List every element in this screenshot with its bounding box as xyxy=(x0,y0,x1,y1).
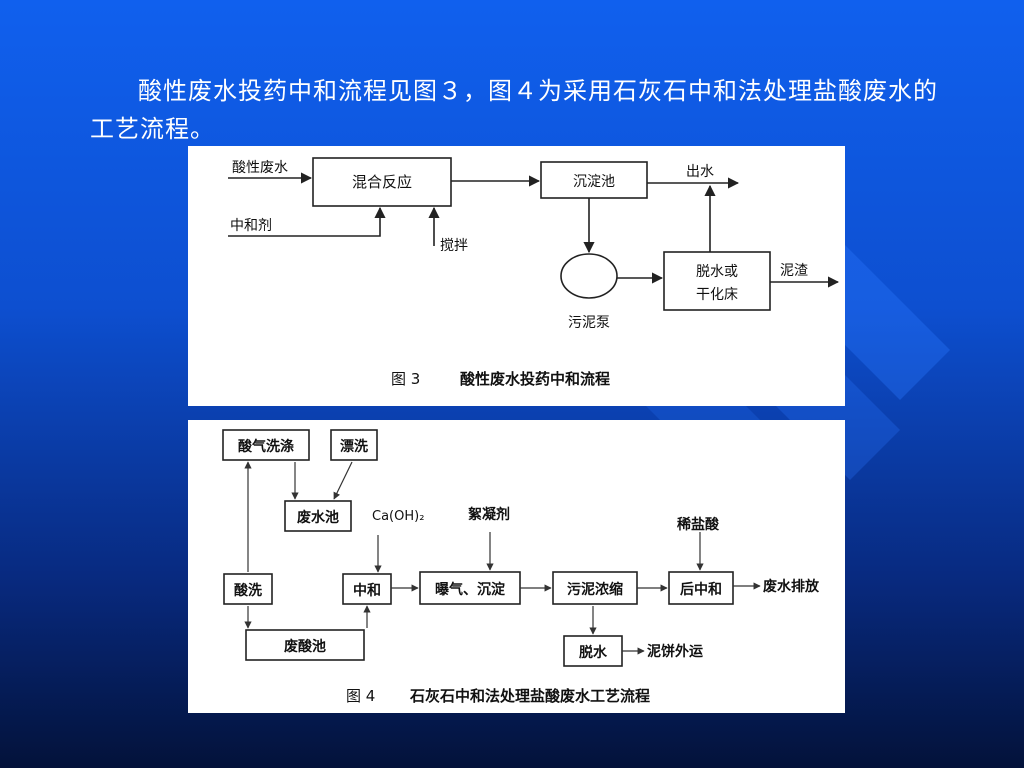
figure-4-caption-title: 石灰石中和法处理盐酸废水工艺流程 xyxy=(409,687,650,705)
figure-4-caption-number: 图 4 xyxy=(346,687,375,705)
waste-acid-pool-box xyxy=(245,629,365,661)
figure-3-caption-number: 图 3 xyxy=(391,370,420,388)
figure-3-diagram: 酸性废水 混合反应 中和剂 搅拌 沉淀池 出水 脱水或 干化床 泥渣 污泥泵 图… xyxy=(228,157,840,388)
figure-4-diagram: 酸气洗涤 漂洗 废水池 Ca(OH)₂ 絮凝剂 稀盐酸 酸洗 中和 曝气、沉淀 … xyxy=(222,429,820,705)
post-neutralization-label: 后中和 xyxy=(680,581,722,598)
dilute-hcl-label: 稀盐酸 xyxy=(677,516,720,533)
acid-gas-scrubbing-label: 酸气洗涤 xyxy=(238,438,294,455)
sludge-residue-label: 泥渣 xyxy=(780,263,808,279)
acid-gas-scrubbing-box xyxy=(222,429,310,461)
wastewater-pool-box xyxy=(284,500,352,532)
neutralization-box xyxy=(342,573,392,605)
mixing-reaction-box xyxy=(312,157,452,207)
sludge-pump-circle xyxy=(560,253,618,299)
rinse-to-pool-arrow xyxy=(333,461,353,500)
acid-washing-label: 酸洗 xyxy=(234,582,262,599)
acid-washing-box xyxy=(223,573,273,605)
dewatering-label: 脱水 xyxy=(579,644,608,661)
sludge-cake-export-label: 泥饼外运 xyxy=(647,643,703,660)
mixing-reaction-label: 混合反应 xyxy=(352,173,412,191)
waste-acid-pool-label: 废酸池 xyxy=(284,638,326,655)
flocculant-label: 絮凝剂 xyxy=(468,506,510,523)
neutralizer-label: 中和剂 xyxy=(230,218,272,234)
rinsing-label: 漂洗 xyxy=(340,438,368,455)
aeration-settling-box xyxy=(419,571,521,605)
sedimentation-tank-label: 沉淀池 xyxy=(573,174,615,190)
stirring-label: 搅拌 xyxy=(440,238,468,254)
neutralization-label: 中和 xyxy=(353,582,381,599)
sedimentation-tank-box xyxy=(540,161,648,199)
figure-3-panel: 酸性废水 混合反应 中和剂 搅拌 沉淀池 出水 脱水或 干化床 泥渣 污泥泵 图… xyxy=(188,146,845,406)
dewatering-box xyxy=(563,635,623,667)
dewater-label-line2: 干化床 xyxy=(696,287,738,303)
wastewater-pool-label: 废水池 xyxy=(297,509,339,526)
sludge-thickening-box xyxy=(552,571,638,605)
figure-3-caption-title: 酸性废水投药中和流程 xyxy=(460,370,610,388)
dewater-box xyxy=(663,251,771,311)
sludge-pump-label: 污泥泵 xyxy=(568,315,610,331)
aeration-settling-label: 曝气、沉淀 xyxy=(435,581,506,598)
effluent-label: 出水 xyxy=(686,164,714,180)
acid-wastewater-label: 酸性废水 xyxy=(232,160,288,176)
dewater-label-line1: 脱水或 xyxy=(696,264,738,280)
intro-paragraph: 酸性废水投药中和流程见图３，图４为采用石灰石中和法处理盐酸废水的工艺流程。 xyxy=(90,72,940,148)
rinsing-box xyxy=(330,429,378,461)
sludge-thickening-label: 污泥浓缩 xyxy=(567,581,623,598)
post-neutralization-box xyxy=(668,571,734,605)
figure-4-panel: 酸气洗涤 漂洗 废水池 Ca(OH)₂ 絮凝剂 稀盐酸 酸洗 中和 曝气、沉淀 … xyxy=(188,420,845,713)
wastewater-discharge-label: 废水排放 xyxy=(763,578,820,595)
intro-text: 酸性废水投药中和流程见图３，图４为采用石灰石中和法处理盐酸废水的工艺流程。 xyxy=(90,77,938,143)
caoh2-label: Ca(OH)₂ xyxy=(372,509,424,524)
neutralizer-arrow xyxy=(228,206,386,237)
